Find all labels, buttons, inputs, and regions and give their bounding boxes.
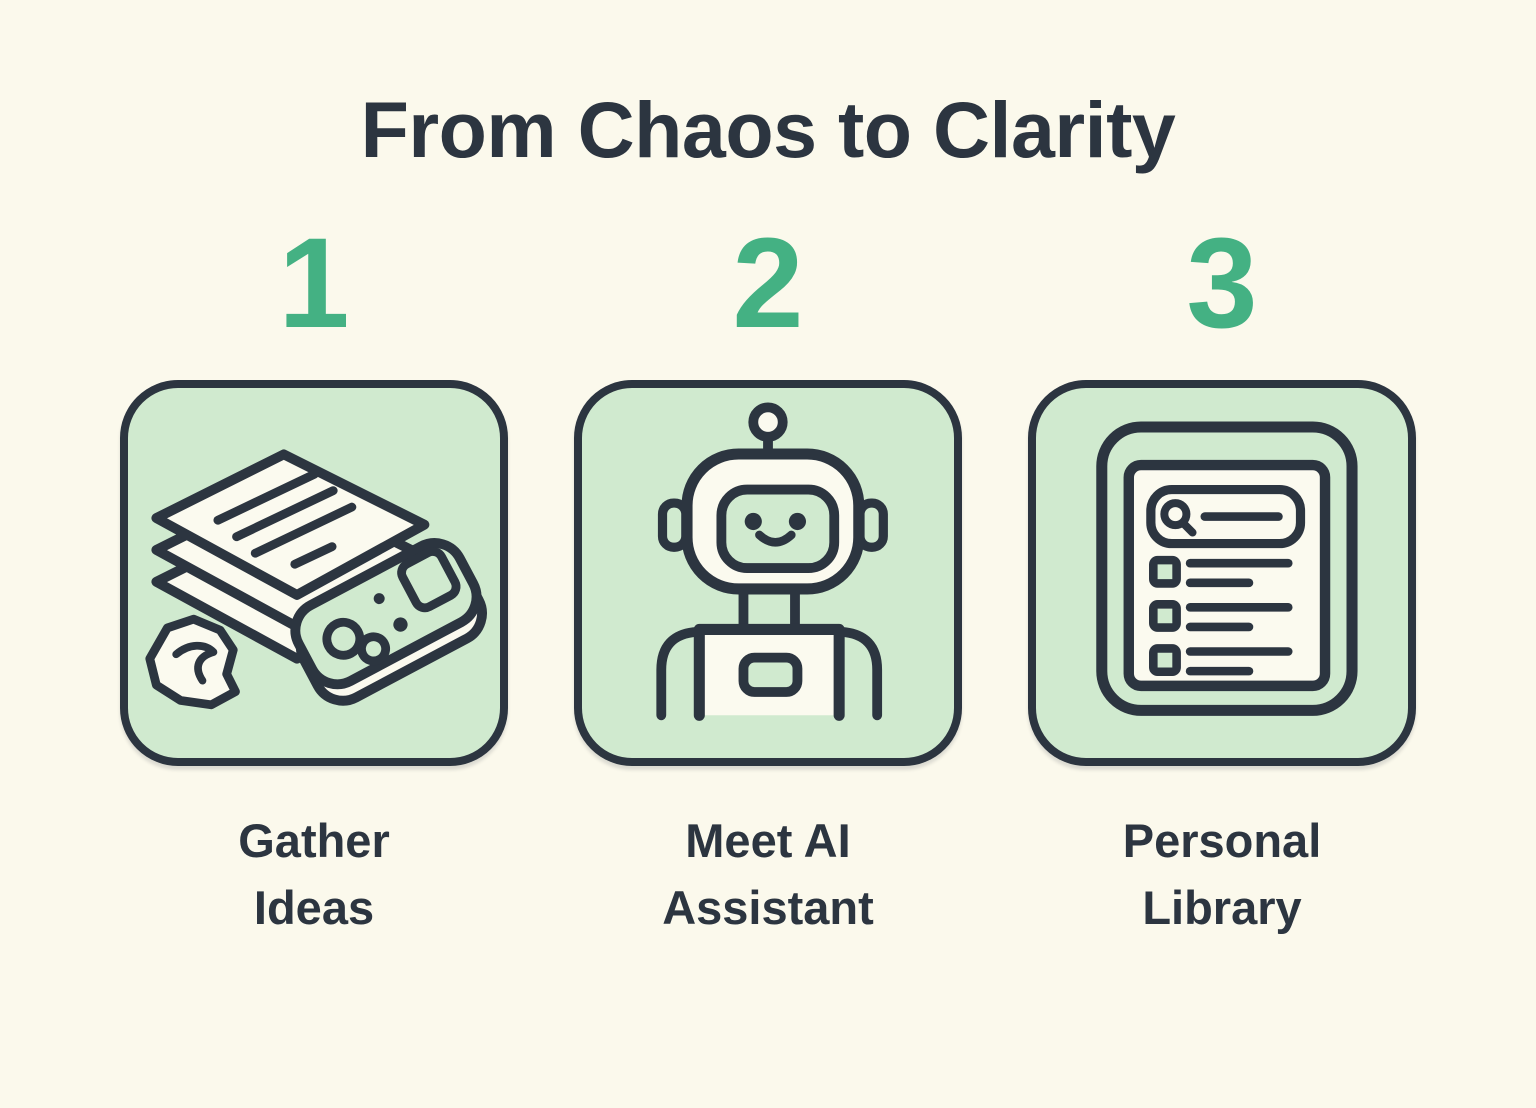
infographic: From Chaos to Clarity 1 — [0, 84, 1536, 1108]
search-icon — [1160, 499, 1197, 537]
robot-face — [744, 512, 807, 547]
library-checklist-icon — [1096, 421, 1358, 716]
step-label-3: Personal Library — [1122, 814, 1322, 934]
step-number-2: 2 — [732, 212, 804, 355]
paper-text-lines — [213, 469, 357, 569]
voice-recorder — [290, 538, 487, 706]
step-label-2: Meet AI Assistant — [662, 814, 874, 934]
recorder-button — [357, 632, 391, 666]
crumpled-paper — [145, 614, 240, 710]
checkbox-icon — [1149, 599, 1181, 632]
robot-arm-right — [836, 626, 883, 721]
step-meet-ai-assistant: 2 — [574, 220, 962, 941]
robot-arm-left — [656, 626, 702, 721]
steps-row: 1 — [0, 220, 1536, 941]
step-card-3 — [1028, 380, 1416, 766]
step-number-1: 1 — [278, 212, 350, 355]
papers-recorder-icon — [145, 449, 487, 710]
robot-chest-panel — [738, 652, 803, 697]
step-personal-library: 3 — [1028, 220, 1416, 941]
step-card-1 — [120, 380, 508, 766]
page-title: From Chaos to Clarity — [360, 85, 1176, 174]
robot-assistant-icon — [656, 402, 888, 721]
checklist-row-3 — [1149, 644, 1293, 677]
step-gather-ideas: 1 — [120, 220, 508, 941]
recorder-button — [322, 617, 365, 660]
step-label-1: Gather Ideas — [238, 814, 390, 934]
step-card-2 — [574, 380, 962, 766]
search-bar — [1146, 484, 1306, 549]
robot-neck — [738, 586, 800, 631]
step-number-3: 3 — [1186, 212, 1258, 355]
checklist-row-2 — [1149, 599, 1293, 632]
recorder-screen — [397, 547, 461, 613]
checklist-row-1 — [1149, 555, 1293, 588]
checkbox-icon — [1149, 644, 1181, 677]
checkbox-icon — [1149, 555, 1181, 588]
robot-face-screen — [716, 484, 840, 573]
